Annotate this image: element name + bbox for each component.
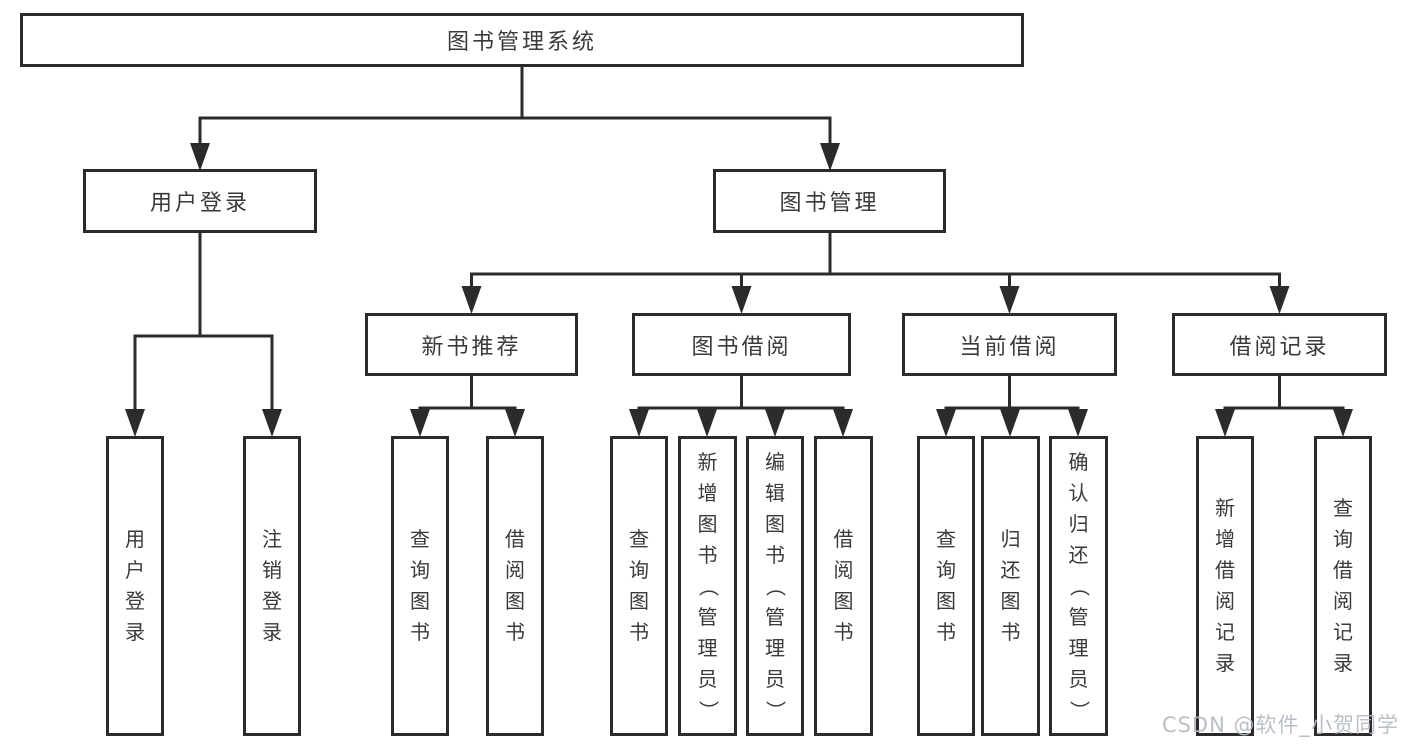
leaf-logout: 注销登录 — [243, 436, 301, 736]
node-book-management: 图书管理 — [713, 169, 946, 233]
arrowhead — [1269, 286, 1290, 314]
leaf-query-borrow-record: 查询借阅记录 — [1314, 436, 1372, 736]
leaf-edit-book-admin: 编辑图书（管理员） — [746, 436, 804, 736]
node-user-login: 用户登录 — [83, 169, 317, 233]
arrowhead — [999, 286, 1020, 314]
arrowhead — [1000, 409, 1020, 437]
connector-borrow-records — [1223, 374, 1345, 413]
node-label: 查询图书 — [410, 527, 430, 644]
leaf-add-book-admin: 新增图书（管理员） — [678, 436, 737, 736]
node-label: 注销登录 — [262, 527, 282, 644]
node-label: 查询图书 — [936, 527, 956, 644]
arrowhead — [505, 409, 525, 437]
node-borrow-records: 借阅记录 — [1172, 313, 1387, 376]
leaf-add-borrow-record: 新增借阅记录 — [1196, 436, 1254, 736]
node-current-borrowing: 当前借阅 — [902, 313, 1117, 376]
connector-new-book-recommend — [418, 374, 517, 413]
arrowhead — [697, 409, 717, 437]
node-label: 归还图书 — [1000, 527, 1021, 644]
arrowhead — [1068, 409, 1088, 437]
leaf-query-books-borrowing: 查询图书 — [610, 436, 668, 736]
arrowhead — [820, 143, 840, 171]
node-label: 图书管理 — [779, 191, 880, 216]
arrowhead — [1333, 409, 1353, 437]
node-label: 借阅图书 — [833, 527, 854, 644]
node-label: 借阅图书 — [505, 527, 525, 644]
node-label: 图书管理系统 — [446, 30, 597, 55]
node-label: 图书借阅 — [691, 334, 792, 360]
leaf-return-book: 归还图书 — [981, 436, 1040, 736]
arrowhead — [731, 286, 752, 314]
leaf-borrow-books-recommend: 借阅图书 — [486, 436, 544, 736]
node-label: 确认归还（管理员） — [1067, 449, 1091, 721]
arrowhead — [936, 409, 956, 437]
node-label: 用户登录 — [125, 527, 145, 644]
node-label: 编辑图书（管理员） — [763, 449, 788, 721]
leaf-query-books-current: 查询图书 — [917, 436, 975, 736]
node-label: 新增图书（管理员） — [696, 449, 720, 721]
node-new-book-recommend: 新书推荐 — [365, 313, 578, 376]
arrowhead — [629, 409, 649, 437]
arrowhead — [1215, 409, 1235, 437]
node-label: 新增借阅记录 — [1215, 496, 1235, 675]
node-label: 用户登录 — [149, 191, 250, 216]
arrowhead — [410, 409, 430, 437]
connector-user-login — [133, 231, 274, 413]
node-label: 借阅记录 — [1229, 334, 1330, 360]
connector-root — [198, 65, 832, 147]
node-label: 新书推荐 — [421, 334, 522, 360]
arrowhead — [765, 409, 785, 437]
node-label: 查询图书 — [629, 527, 649, 644]
node-label: 当前借阅 — [959, 334, 1060, 360]
arrowhead — [461, 286, 482, 314]
connector-book-management — [470, 231, 1281, 290]
node-label: 查询借阅记录 — [1333, 496, 1353, 675]
arrowhead — [833, 409, 853, 437]
node-library-system: 图书管理系统 — [20, 13, 1024, 67]
leaf-borrow-books-borrowing: 借阅图书 — [814, 436, 873, 736]
arrowhead — [262, 409, 282, 437]
leaf-user-login: 用户登录 — [106, 436, 164, 736]
leaf-confirm-return-admin: 确认归还（管理员） — [1049, 436, 1108, 736]
connector-current-borrowing — [944, 374, 1080, 413]
watermark: CSDN @软件_小贺同学 — [1161, 713, 1399, 737]
connector-book-borrowing — [637, 374, 845, 413]
arrowhead — [125, 409, 145, 437]
leaf-query-books-recommend: 查询图书 — [391, 436, 449, 736]
node-book-borrowing: 图书借阅 — [632, 313, 851, 376]
arrowhead — [190, 143, 210, 171]
